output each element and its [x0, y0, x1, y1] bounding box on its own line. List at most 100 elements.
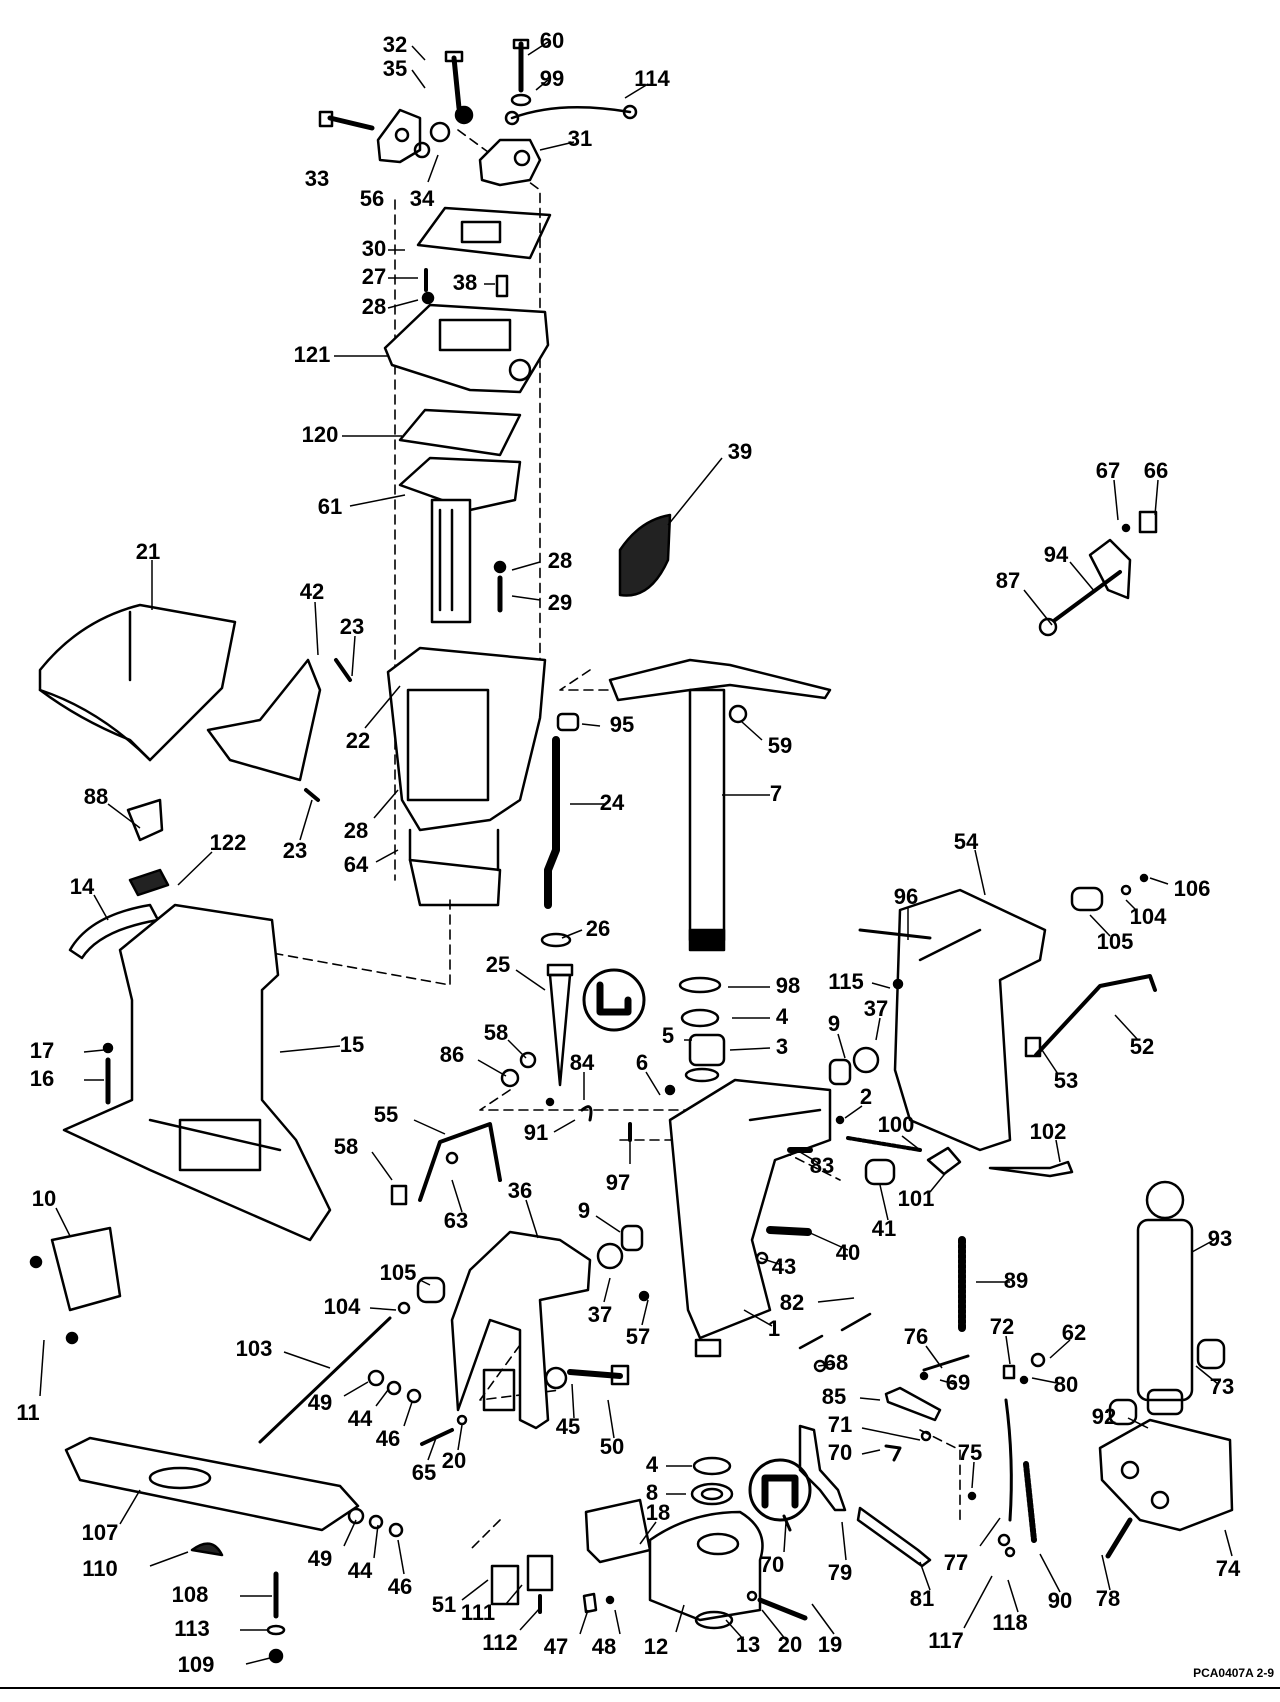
- callout-70: 70: [828, 1440, 852, 1465]
- callout-62: 62: [1062, 1320, 1086, 1345]
- callout-77: 77: [944, 1550, 968, 1575]
- callout-97: 97: [606, 1170, 630, 1195]
- callout-6: 6: [636, 1050, 648, 1075]
- leader-35: [411, 69, 426, 89]
- callout-33: 33: [305, 166, 329, 191]
- leader-25: [515, 969, 546, 991]
- leader-91: [553, 1119, 576, 1133]
- callout-88: 88: [84, 784, 108, 809]
- leader-55: [413, 1119, 446, 1135]
- callout-49: 49: [308, 1546, 332, 1571]
- callout-28: 28: [344, 818, 368, 843]
- part-nut-59: [728, 704, 748, 724]
- callout-59: 59: [768, 733, 792, 758]
- callout-60: 60: [540, 28, 564, 53]
- part-bushing-41: [864, 1158, 896, 1186]
- callout-24: 24: [600, 790, 625, 815]
- part-adapter-121: [383, 303, 550, 394]
- part-nut-13: [694, 1610, 734, 1630]
- leader-66: [1154, 479, 1159, 516]
- part-gasket-30: [416, 206, 552, 260]
- part-bolt-32: [444, 50, 464, 111]
- leader-43: [759, 1257, 783, 1266]
- callout-58: 58: [334, 1134, 358, 1159]
- callout-108: 108: [172, 1582, 209, 1607]
- part-nut-58a: [519, 1051, 537, 1069]
- callout-65: 65: [412, 1460, 436, 1485]
- callout-15: 15: [340, 1032, 364, 1057]
- part-washer-20b: [746, 1590, 758, 1602]
- callout-122: 122: [210, 830, 247, 855]
- part-clip-110: [190, 1542, 224, 1557]
- callout-25: 25: [486, 952, 510, 977]
- callout-9: 9: [578, 1198, 590, 1223]
- callout-5: 5: [662, 1023, 674, 1048]
- leader-104: [1125, 899, 1137, 911]
- part-tube-24: [544, 736, 560, 909]
- footer-code: PCA0407A 2-9: [1193, 1666, 1274, 1680]
- part-washer-37b: [596, 1242, 624, 1270]
- part-bracket-74: [1098, 1418, 1234, 1532]
- leader-94: [1069, 561, 1096, 593]
- leader-99: [535, 79, 549, 91]
- leader-92: [1127, 1417, 1149, 1429]
- callout-23: 23: [340, 614, 364, 639]
- callout-8: 8: [646, 1480, 658, 1505]
- part-gasket-120: [398, 408, 522, 457]
- callout-51: 51: [432, 1592, 456, 1617]
- part-bushing-105a: [1070, 886, 1104, 912]
- leader-122: [177, 851, 213, 886]
- part-pin-76: [922, 1354, 970, 1372]
- leader-106: [1149, 877, 1169, 885]
- leader-71: [861, 1427, 921, 1441]
- callout-79: 79: [828, 1560, 852, 1585]
- leader-28: [387, 299, 419, 309]
- leader-2: [844, 1105, 863, 1119]
- part-cover-39: [618, 513, 672, 597]
- callout-20: 20: [778, 1632, 802, 1657]
- part-bracket-36: [450, 1230, 592, 1430]
- leader-12: [675, 1604, 685, 1633]
- part-pin-91: [545, 1097, 555, 1107]
- part-lever-82: [798, 1312, 872, 1350]
- callout-34: 34: [410, 186, 435, 211]
- leader-48: [614, 1609, 621, 1635]
- grease-symbol-b: [748, 1458, 812, 1522]
- part-screw-67: [1121, 523, 1131, 533]
- leader-1: [743, 1309, 773, 1327]
- part-strap-114: [504, 104, 638, 126]
- leader-107: [119, 1489, 141, 1525]
- leader-6: [645, 1071, 661, 1096]
- callout-2: 2: [860, 1084, 872, 1109]
- part-bolt-33: [318, 110, 375, 131]
- part-washer-28b: [493, 560, 507, 574]
- callout-4: 4: [646, 1452, 659, 1477]
- part-nut-109: [268, 1648, 284, 1664]
- leader-39: [667, 457, 723, 526]
- callout-105: 105: [1097, 929, 1134, 954]
- part-washer-37a: [852, 1046, 880, 1074]
- callout-38: 38: [453, 270, 477, 295]
- leader-50: [607, 1399, 615, 1439]
- callout-13: 13: [736, 1632, 760, 1657]
- part-cover-42: [206, 658, 322, 782]
- leader-37: [875, 1017, 881, 1041]
- part-washer-99: [510, 93, 532, 107]
- part-cover-21: [38, 603, 237, 762]
- leader-109: [245, 1657, 271, 1665]
- callout-55: 55: [374, 1102, 398, 1127]
- part-pin-25: [546, 963, 574, 1087]
- leader-9: [837, 1033, 846, 1059]
- part-spring-84: [580, 1105, 593, 1122]
- part-drawings: [29, 38, 1234, 1664]
- part-arm-85: [884, 1386, 942, 1422]
- part-pin-40: [766, 1226, 812, 1236]
- part-grommet-95: [556, 712, 580, 732]
- callout-100: 100: [878, 1112, 915, 1137]
- callout-42: 42: [300, 579, 324, 604]
- callout-30: 30: [362, 236, 386, 261]
- leader-62: [1049, 1339, 1071, 1359]
- callout-3: 3: [776, 1034, 788, 1059]
- callout-70: 70: [760, 1552, 784, 1577]
